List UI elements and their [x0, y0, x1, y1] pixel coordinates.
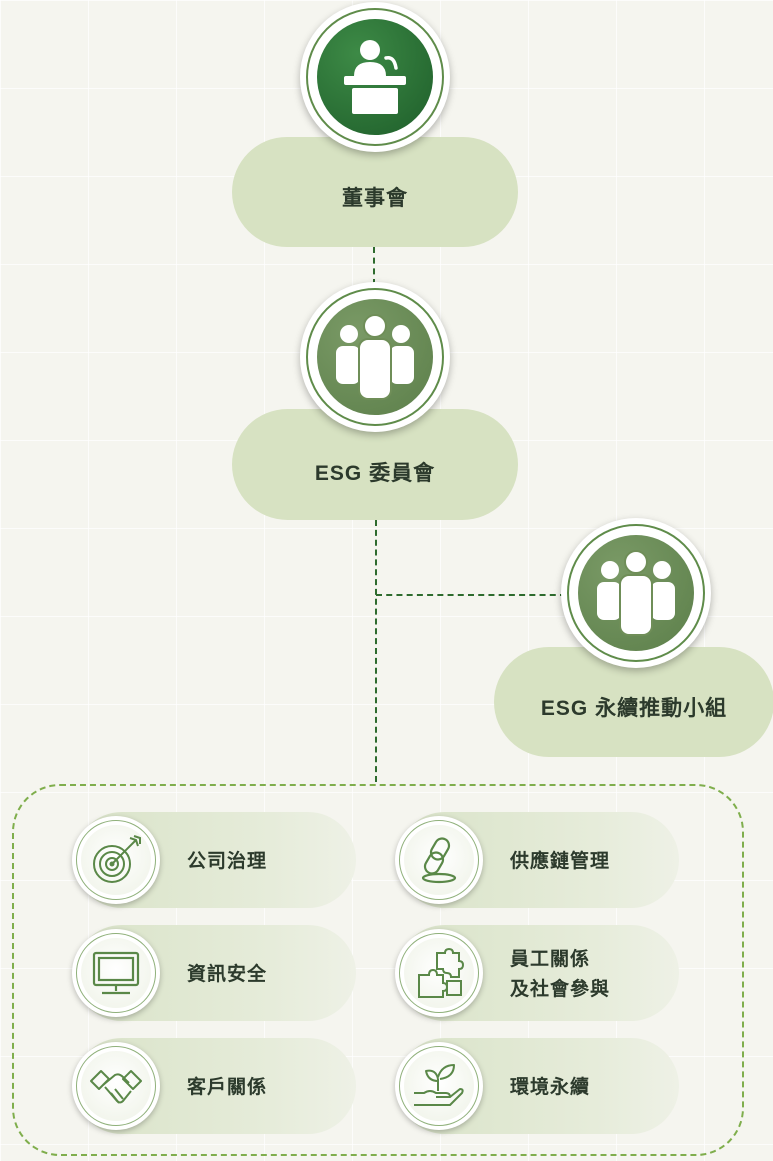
connector-committee-to-group — [375, 520, 377, 782]
corporate-governance-badge — [72, 816, 160, 904]
employee-relations-label-line1: 員工關係 — [510, 949, 591, 970]
esg-committee-label: ESG 委員會 — [314, 461, 436, 485]
environment-label: 環境永續 — [510, 1077, 591, 1098]
esg-task-force-icon-badge — [561, 518, 711, 668]
customer-relations-badge — [72, 1042, 160, 1130]
people-group-icon — [336, 314, 414, 400]
esg-task-force-label: ESG 永續推動小組 — [540, 697, 728, 720]
plant-hand-icon — [414, 1064, 464, 1106]
board-pill[interactable]: 董事會 — [232, 137, 518, 247]
corporate-governance-label: 公司治理 — [187, 851, 268, 872]
customer-relations-label: 客戶關係 — [187, 1077, 268, 1098]
people-group-icon — [597, 550, 675, 636]
connector-to-task-force — [376, 594, 566, 596]
supply-chain-label: 供應鏈管理 — [510, 851, 611, 872]
employee-relations-label-line2: 及社會參與 — [510, 979, 611, 1000]
environment-badge — [395, 1042, 483, 1130]
handshake-icon — [90, 1070, 142, 1104]
esg-topics-group — [12, 784, 744, 1156]
board-icon-badge — [300, 2, 450, 152]
info-security-label: 資訊安全 — [187, 964, 268, 985]
chain-link-icon — [421, 837, 457, 884]
monitor-icon — [92, 951, 140, 995]
info-security-badge — [72, 929, 160, 1017]
target-arrow-icon — [93, 835, 141, 883]
employee-relations-badge — [395, 929, 483, 1017]
esg-committee-icon-badge — [300, 282, 450, 432]
connector-board-to-committee — [373, 247, 375, 285]
puzzle-icon — [418, 947, 465, 998]
supply-chain-badge — [395, 816, 483, 904]
board-label: 董事會 — [342, 187, 408, 210]
podium-speaker-icon — [344, 40, 406, 114]
